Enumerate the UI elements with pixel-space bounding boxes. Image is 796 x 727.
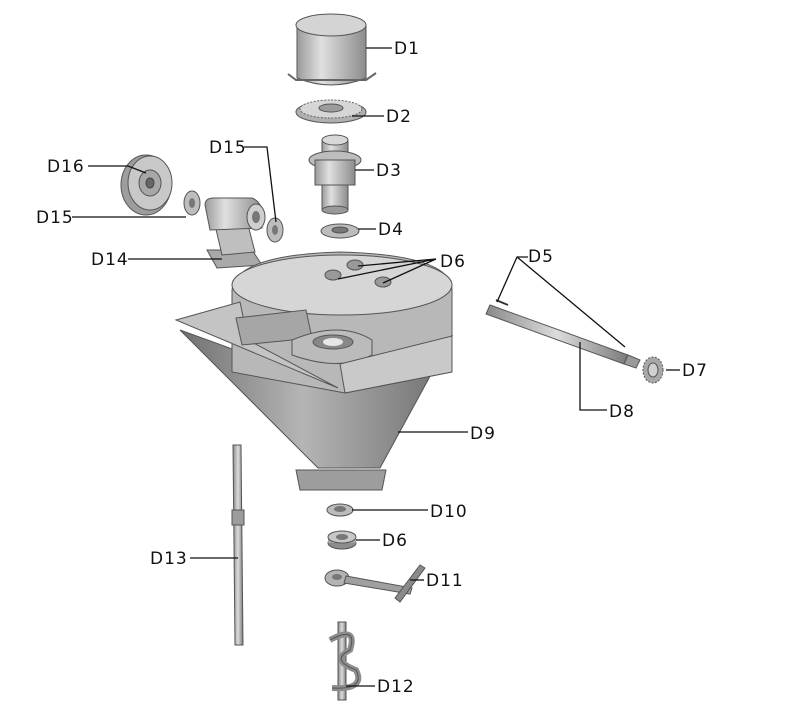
- label-d4: D4: [378, 220, 404, 240]
- label-d5: D5: [528, 247, 554, 267]
- label-d10: D10: [430, 502, 468, 522]
- part-d10-washer: [326, 503, 354, 517]
- label-d15-left: D15: [36, 208, 74, 228]
- part-d2-gear: [295, 99, 367, 124]
- part-d1-motor: [287, 13, 377, 86]
- label-d7: D7: [682, 361, 708, 381]
- part-d15-washer-right: [266, 217, 284, 243]
- part-d16-pulley: [120, 154, 173, 216]
- label-d9: D9: [470, 424, 496, 444]
- label-d15-top: D15: [209, 138, 247, 158]
- part-d13-shaft: [231, 444, 245, 646]
- part-d7-pinion: [642, 356, 664, 384]
- label-d12: D12: [377, 677, 415, 697]
- part-d14-bearing-block: [204, 197, 266, 269]
- part-d11-arm: [324, 564, 426, 603]
- part-d8-shaft: [485, 299, 641, 369]
- label-d13: D13: [150, 549, 188, 569]
- part-d15-washer-left: [183, 190, 201, 216]
- label-d14: D14: [91, 250, 129, 270]
- leader-lines: [72, 47, 680, 687]
- part-d3-hub: [308, 134, 362, 215]
- label-d2: D2: [386, 107, 412, 127]
- part-d4-washer: [320, 223, 360, 239]
- label-d11: D11: [426, 571, 464, 591]
- part-d9-hopper: [174, 251, 454, 491]
- label-d3: D3: [376, 161, 402, 181]
- label-d16: D16: [47, 157, 85, 177]
- label-d1: D1: [394, 39, 420, 59]
- label-d6-bottom: D6: [382, 531, 408, 551]
- label-d6-top: D6: [440, 252, 466, 272]
- part-d6-bearing-bottom: [327, 530, 357, 550]
- part-d12-auger: [328, 621, 362, 701]
- label-d8: D8: [609, 402, 635, 422]
